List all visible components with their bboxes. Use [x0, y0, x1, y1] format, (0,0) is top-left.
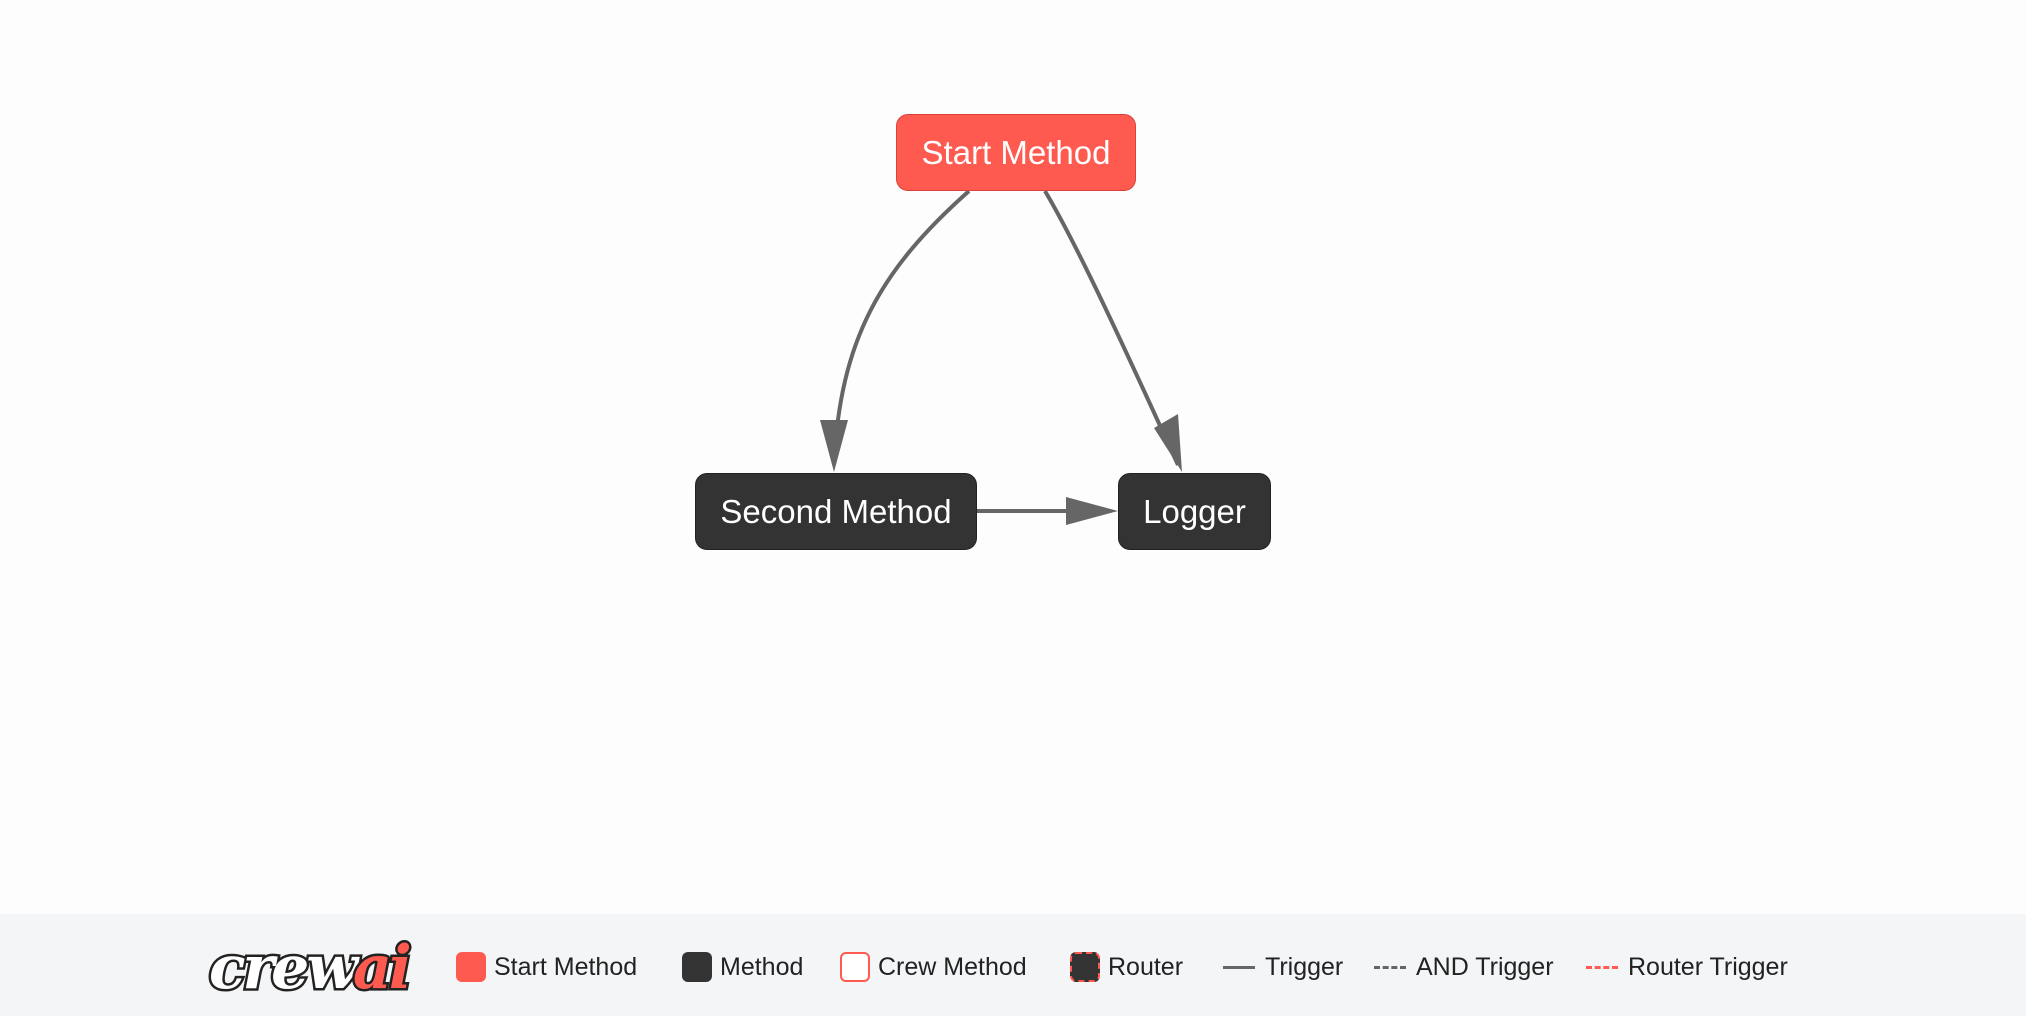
node-label: Logger: [1143, 492, 1246, 530]
edge-start-to-second: [832, 189, 971, 466]
node-label: Start Method: [921, 133, 1111, 171]
node-second-method[interactable]: Second Method: [695, 473, 977, 550]
flow-diagram: [820, 189, 1182, 525]
legend-bar: crew ai Start Method Method Crew Method …: [0, 914, 2026, 1016]
legend-label: Method: [720, 952, 804, 981]
legend-item-start-method: Start Method: [456, 950, 637, 984]
legend-label: Start Method: [494, 952, 638, 981]
arrowhead-logger: [1154, 414, 1182, 472]
trigger-line-icon: [1223, 965, 1255, 969]
legend-item-router: Router: [1070, 950, 1183, 984]
legend-label: Crew Method: [878, 952, 1027, 981]
legend-label: Router Trigger: [1628, 952, 1788, 981]
legend-label: Trigger: [1265, 952, 1344, 981]
node-start-method[interactable]: Start Method: [896, 114, 1136, 191]
crewai-logo: crew ai: [207, 932, 416, 1002]
and-trigger-line-icon: [1374, 965, 1406, 969]
legend-item-method: Method: [682, 950, 803, 984]
start-method-swatch-icon: [456, 952, 486, 982]
logo-text-accent: ai: [353, 933, 410, 1002]
legend-item-and-trigger: AND Trigger: [1374, 950, 1554, 984]
legend-item-router-trigger: Router Trigger: [1586, 950, 1788, 984]
crew-method-swatch-icon: [840, 952, 870, 982]
node-logger[interactable]: Logger: [1118, 473, 1271, 550]
legend-label: Router: [1108, 952, 1184, 981]
edge-start-to-logger: [1043, 189, 1180, 466]
legend-item-trigger: Trigger: [1223, 950, 1343, 984]
legend-item-crew-method: Crew Method: [840, 950, 1027, 984]
node-label: Second Method: [720, 492, 952, 530]
method-swatch-icon: [682, 952, 712, 982]
router-swatch-icon: [1070, 952, 1100, 982]
router-trigger-line-icon: [1586, 965, 1618, 969]
logo-text-main: crew: [209, 933, 360, 1002]
legend-label: AND Trigger: [1416, 952, 1554, 981]
arrowhead-second: [820, 420, 848, 472]
flow-canvas[interactable]: Start Method Second Method Logger: [0, 0, 2026, 914]
arrowhead-logger-left: [1066, 497, 1118, 525]
